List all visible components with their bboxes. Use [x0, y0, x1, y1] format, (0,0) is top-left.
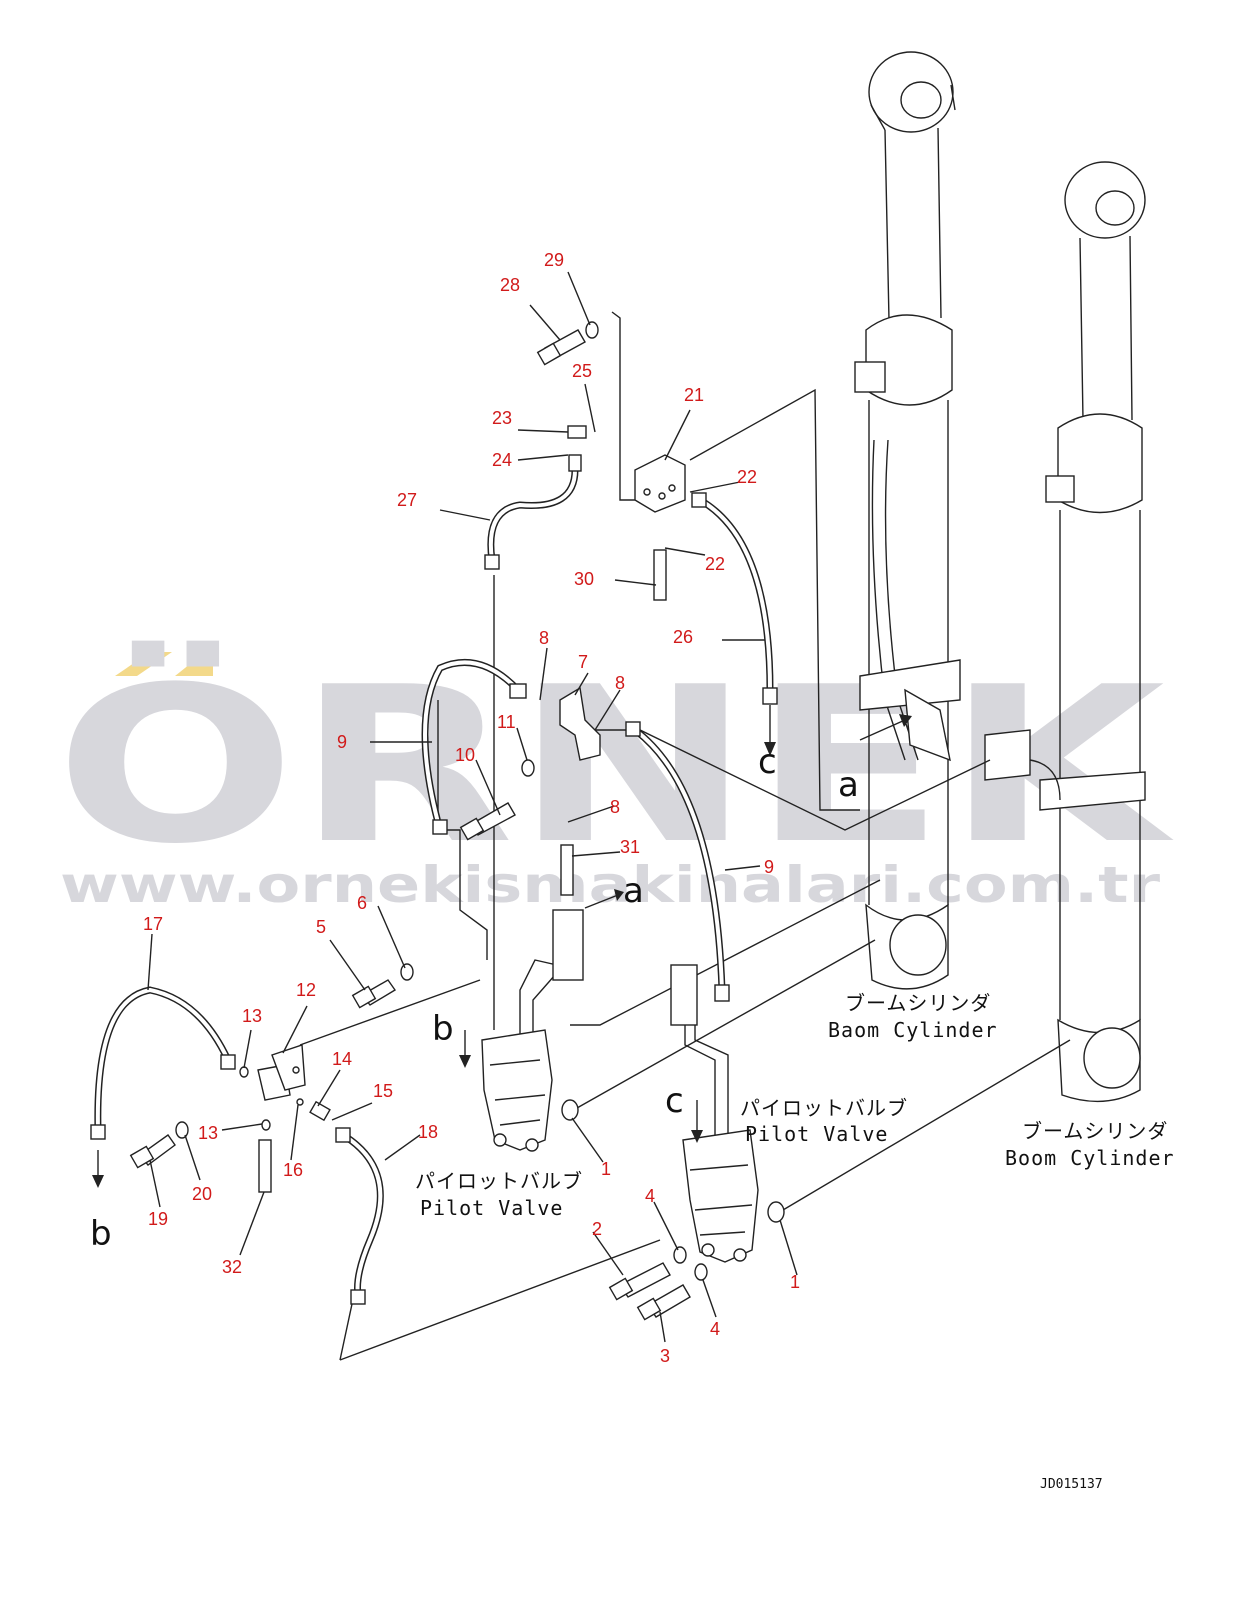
pilot-valve-2 [682, 1129, 785, 1263]
part-number: 18 [418, 1122, 438, 1142]
part-number: 3 [660, 1346, 670, 1366]
part-number: 25 [572, 361, 592, 381]
pipe-right [670, 964, 729, 1140]
hose-26 [691, 492, 778, 705]
boom-cylinder-1-label-en: Baom Cylinder [828, 1018, 998, 1042]
bracket-7 [559, 686, 601, 761]
part-number: 8 [615, 673, 625, 693]
part-number: 27 [397, 490, 417, 510]
boom-cylinder-2-label-en: Boom Cylinder [1005, 1146, 1175, 1170]
boom-cylinder-1 [854, 51, 961, 990]
part-number: 5 [316, 917, 326, 937]
part-number: 19 [148, 1209, 168, 1229]
washer-4b [694, 1263, 708, 1281]
part-number: 10 [455, 745, 475, 765]
guide-lines [299, 311, 1071, 1361]
fitting-23 [567, 425, 587, 439]
hose-17 [90, 986, 236, 1140]
washer-20 [175, 1121, 189, 1139]
part-number: 24 [492, 450, 512, 470]
pilot-valve-2-label-en: Pilot Valve [745, 1122, 888, 1146]
part-number: 13 [242, 1006, 262, 1026]
connector-32 [258, 1139, 272, 1193]
hose-9-left [421, 658, 527, 835]
part-number: 9 [337, 732, 347, 752]
watermark-accent-right [175, 652, 213, 676]
marker-b-hose: b [90, 1214, 112, 1254]
pilot-valve-1 [481, 1029, 579, 1152]
leader-lines [147, 271, 798, 1343]
pipe-left [519, 909, 584, 1040]
washer-4a [673, 1246, 687, 1264]
part-number: 9 [764, 857, 774, 877]
part-number: 4 [645, 1186, 655, 1206]
hose-27 [484, 454, 582, 570]
part-number: 12 [296, 980, 316, 1000]
part-number: 4 [710, 1319, 720, 1339]
bolt-3 [636, 1284, 691, 1321]
marker-b-valve: b [432, 1009, 454, 1049]
part-number: 30 [574, 569, 594, 589]
marker-a-pipe: a [623, 871, 644, 911]
block-12 [257, 1044, 306, 1101]
flow-arrows [92, 705, 912, 1188]
connector-30 [653, 549, 667, 601]
o-ring-16 [296, 1098, 304, 1106]
watermark-url: www.ornekismakinalari.com.tr [60, 856, 1160, 914]
o-ring-1a [561, 1099, 579, 1121]
hose-9-right [625, 721, 730, 1002]
part-number: 16 [283, 1160, 303, 1180]
washer-29 [585, 321, 599, 339]
part-number: 23 [492, 408, 512, 428]
o-ring-1b [767, 1201, 785, 1223]
pilot-valve-1-label-jp: パイロットバルブ [415, 1169, 583, 1193]
marker-a-cylinder: a [838, 765, 859, 805]
bolt-2 [608, 1262, 671, 1301]
bolt-10 [459, 802, 516, 841]
part-number: 8 [610, 797, 620, 817]
hose-18 [335, 1127, 384, 1305]
part-number: 28 [500, 275, 520, 295]
part-number: 2 [592, 1219, 602, 1239]
part-number-callouts: 29 28 25 21 23 24 22 27 22 30 26 8 7 8 1… [143, 250, 800, 1366]
marker-c-hose: c [758, 742, 777, 782]
bracket-21 [634, 454, 686, 513]
bolt-19 [129, 1134, 176, 1169]
part-number: 31 [620, 837, 640, 857]
boom-cylinder-2 [984, 161, 1146, 1103]
part-number: 8 [539, 628, 549, 648]
part-number: 29 [544, 250, 564, 270]
boom-cylinder-2-label-jp: ブームシリンダ [1022, 1119, 1168, 1143]
part-number: 17 [143, 914, 163, 934]
part-number: 14 [332, 1049, 352, 1069]
part-number: 22 [737, 467, 757, 487]
part-number: 1 [601, 1159, 611, 1179]
washer-6 [400, 963, 414, 981]
o-ring-13b [261, 1119, 271, 1131]
bolt-28 [536, 329, 586, 366]
part-number: 26 [673, 627, 693, 647]
part-number: 21 [684, 385, 704, 405]
adapter-14 [309, 1100, 331, 1122]
part-number: 1 [790, 1272, 800, 1292]
part-number: 7 [578, 652, 588, 672]
connector-31 [560, 844, 574, 896]
part-number: 15 [373, 1081, 393, 1101]
bolt-5 [351, 979, 397, 1009]
boom-cylinder-1-label-jp: ブームシリンダ [845, 991, 991, 1015]
part-number: 22 [705, 554, 725, 574]
watermark-accent-left [115, 652, 172, 676]
pilot-valve-1-label-en: Pilot Valve [420, 1196, 563, 1220]
part-number: 6 [357, 893, 367, 913]
part-number: 13 [198, 1123, 218, 1143]
washer-11 [521, 759, 535, 777]
drawing-code: JD015137 [1040, 1477, 1103, 1492]
o-ring-13a [239, 1066, 249, 1078]
marker-c-valve: c [665, 1081, 684, 1121]
part-number: 20 [192, 1184, 212, 1204]
pilot-valve-2-label-jp: パイロットバルブ [740, 1096, 908, 1120]
part-number: 11 [497, 712, 516, 732]
part-number: 32 [222, 1257, 242, 1277]
